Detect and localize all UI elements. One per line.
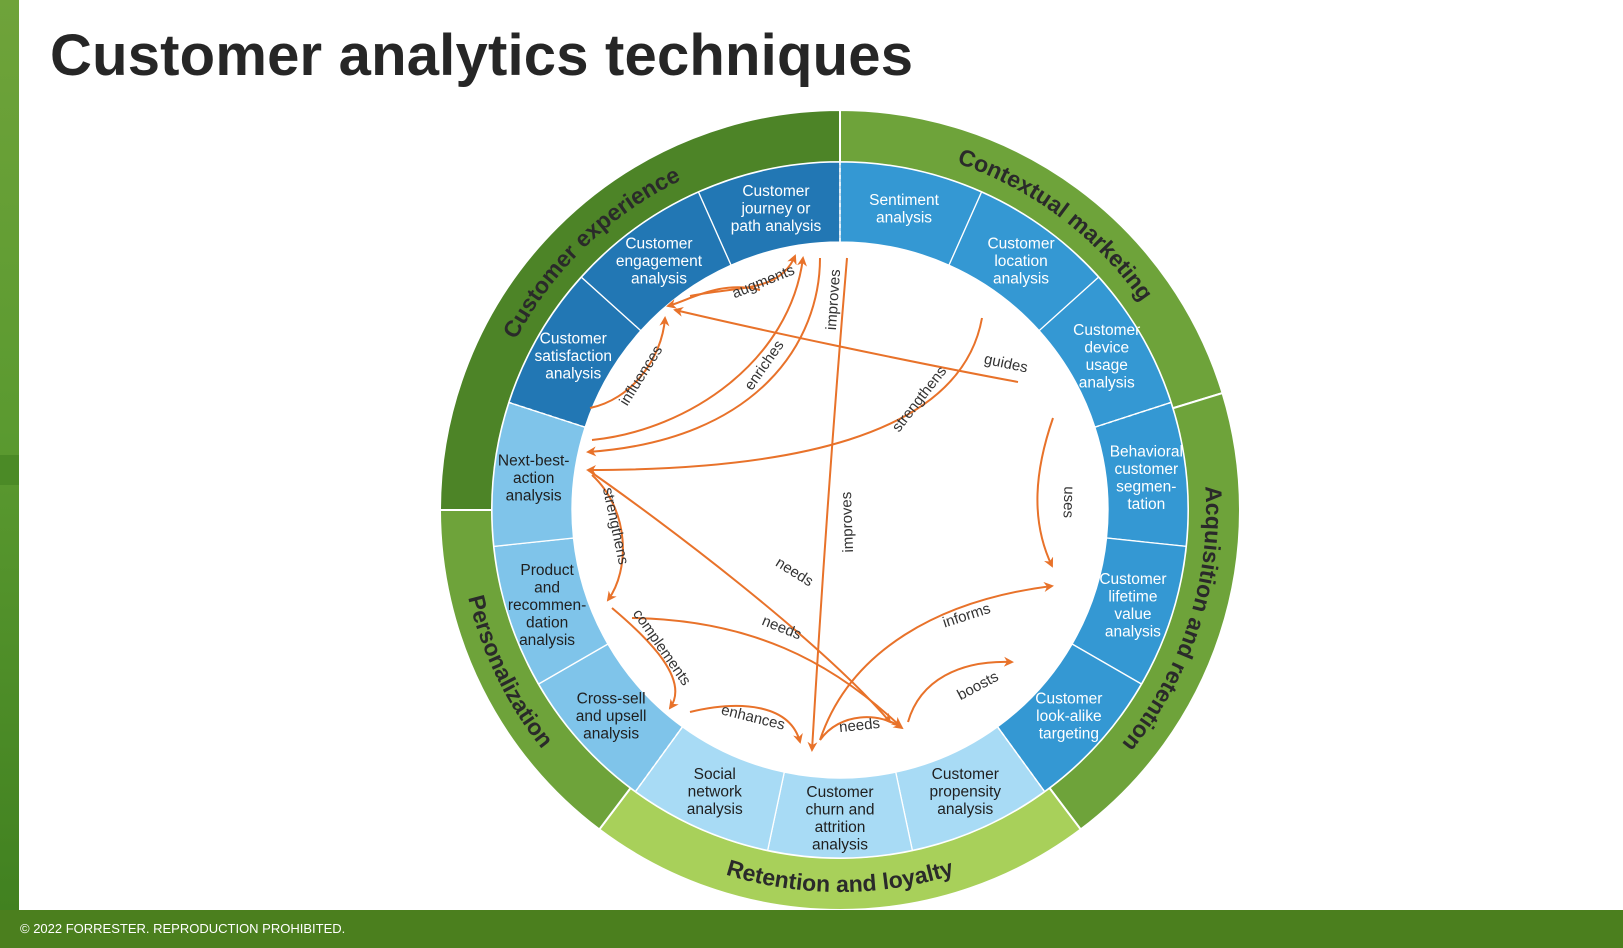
- segment-divider-2: [996, 726, 1046, 792]
- segment-label-line: location: [994, 253, 1047, 270]
- arrow-to-engagement: [666, 286, 761, 309]
- segment-label-line: analysis: [1079, 374, 1135, 391]
- arrow-improves-top: [586, 257, 821, 457]
- segment-label-line: analysis: [937, 801, 993, 818]
- segment-label-line: analysis: [545, 366, 601, 383]
- segment-14: [580, 191, 732, 332]
- segment-label-line: Customer: [1035, 691, 1102, 708]
- segment-divider-4: [508, 401, 586, 428]
- arrow-guides: [673, 306, 1019, 383]
- arrow-uses: [1036, 417, 1054, 568]
- segment-label-line: Social: [694, 766, 736, 783]
- segment-label-line: analysis: [876, 209, 932, 226]
- arrow-needs-bottom: [819, 716, 904, 741]
- inner-circle: [573, 243, 1107, 777]
- segment-label-line: Customer: [540, 331, 607, 348]
- segment-label-line: segmen-: [1116, 479, 1176, 496]
- segment-label-line: value: [1114, 606, 1151, 623]
- segment-label-line: and upsell: [576, 708, 647, 725]
- segment-label-line: Next-best-: [498, 452, 570, 469]
- segment-label-line: Cross-sell: [577, 691, 646, 708]
- segment-label-line: engagement: [616, 253, 703, 270]
- arrow-enriches: [591, 256, 807, 441]
- segment-label-line: Behavioral: [1110, 444, 1183, 461]
- segment-label-line: Customer: [742, 183, 809, 200]
- segment-label-line: analysis: [687, 801, 743, 818]
- footer-bar: © 2022 FORRESTER. REPRODUCTION PROHIBITE…: [0, 910, 1623, 948]
- segment-label-line: Customer: [625, 235, 692, 252]
- segment-label-line: dation: [526, 615, 568, 632]
- segment-label-line: usage: [1086, 357, 1128, 374]
- segment-label-line: analysis: [1105, 623, 1161, 640]
- segment-label-line: propensity: [930, 783, 1002, 800]
- segment-label-line: Sentiment: [869, 192, 939, 209]
- segment-label-line: analysis: [812, 836, 868, 853]
- segment-label-line: analysis: [631, 270, 687, 287]
- page-title: Customer analytics techniques: [50, 23, 914, 88]
- segment-label-line: look-alike: [1036, 708, 1101, 725]
- segment-label-line: analysis: [506, 487, 562, 504]
- segment-label-line: tation: [1127, 496, 1165, 513]
- arrow-boosts: [907, 656, 1014, 723]
- segment-label-line: device: [1084, 339, 1129, 356]
- relation-label-1: improves: [823, 269, 844, 331]
- segment-label-line: customer: [1114, 461, 1178, 478]
- segment-divider-1: [1094, 401, 1172, 428]
- segment-label-line: Product: [520, 562, 574, 579]
- relation-label-7: improves: [838, 491, 857, 552]
- segment-label-line: lifetime: [1108, 588, 1157, 605]
- left-accent-notch: [0, 455, 19, 485]
- segment-label-line: satisfaction: [534, 348, 612, 365]
- segment-label-line: Customer: [987, 235, 1054, 252]
- segment-label-line: analysis: [519, 632, 575, 649]
- segment-label-line: analysis: [993, 270, 1049, 287]
- segment-label-line: Customer: [1099, 571, 1166, 588]
- arrow-informs: [819, 582, 1054, 741]
- arrow-strengthens-right: [586, 317, 983, 475]
- segment-label-line: Customer: [1073, 322, 1140, 339]
- segment-label-line: churn and: [806, 801, 875, 818]
- segment-label-line: Customer: [806, 784, 873, 801]
- segment-label-line: Customer: [932, 766, 999, 783]
- segment-label-line: and: [534, 580, 560, 597]
- copyright-text: © 2022 FORRESTER. REPRODUCTION PROHIBITE…: [20, 921, 346, 936]
- segment-divider-3: [634, 726, 684, 792]
- arrow-influences: [589, 316, 670, 409]
- segment-label-line: attrition: [815, 819, 866, 836]
- segment-label-line: network: [688, 783, 743, 800]
- segment-label-line: targeting: [1039, 726, 1099, 743]
- arrow-strengthens-left: [591, 474, 624, 602]
- arrow-enhances: [689, 705, 803, 744]
- segment-label-line: analysis: [583, 726, 639, 743]
- relation-label-15: needs: [838, 715, 880, 736]
- arrow-needs-mid: [631, 617, 902, 728]
- arrow-improves-center: [807, 257, 848, 752]
- arrow-needs-top: [587, 469, 892, 724]
- segment-label-line: recommen-: [508, 597, 586, 614]
- segment-label-line: action: [513, 470, 554, 487]
- arrow-complements: [611, 607, 679, 710]
- segment-label-line: path analysis: [731, 218, 822, 235]
- relation-label-6: uses: [1059, 486, 1077, 518]
- segment-label-line: journey or: [740, 201, 810, 218]
